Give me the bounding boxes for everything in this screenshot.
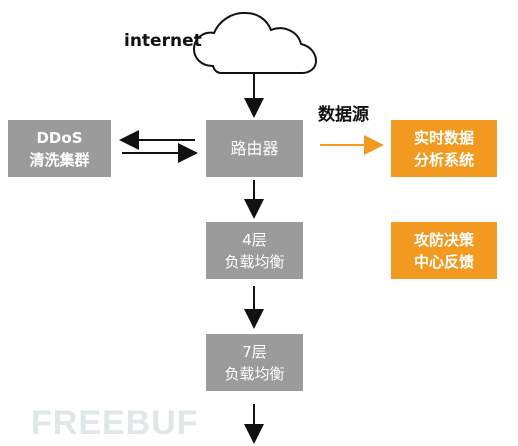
ddos-title: DDoS: [36, 128, 83, 147]
defense-subtitle: 中心反馈: [413, 252, 474, 271]
realtime-analysis-system-box: 实时数据 分析系统: [391, 120, 497, 177]
layer4-load-balancer-box: 4层 负载均衡: [206, 222, 303, 279]
cloud-icon: [192, 11, 318, 74]
layer4-load-balancer-text: 4层 负载均衡: [224, 229, 284, 273]
realtime-subtitle: 分析系统: [413, 150, 474, 169]
data-source-label: 数据源: [318, 105, 369, 125]
defense-title: 攻防决策: [413, 230, 474, 249]
router-text: 路由器: [230, 138, 279, 158]
defense-decision-center-box: 攻防决策 中心反馈: [391, 222, 497, 279]
layer7-load-balancer-text: 7层 负载均衡: [224, 341, 284, 385]
layer7-load-balancer-box: 7层 负载均衡: [206, 334, 303, 391]
freebuf-watermark: FREEBUF: [31, 404, 199, 442]
ddos-cleaning-cluster-text: DDoS 清洗集群: [29, 127, 89, 171]
layer4-title: 4层: [242, 230, 267, 249]
layer4-subtitle: 负载均衡: [224, 252, 285, 271]
internet-label: internet: [124, 31, 202, 51]
ddos-cleaning-cluster-box: DDoS 清洗集群: [8, 120, 111, 177]
defense-decision-center-text: 攻防决策 中心反馈: [414, 229, 474, 273]
realtime-analysis-system-text: 实时数据 分析系统: [414, 127, 474, 171]
layer7-title: 7层: [242, 342, 267, 361]
router-box: 路由器: [206, 120, 303, 177]
layer7-subtitle: 负载均衡: [224, 364, 285, 383]
ddos-subtitle: 清洗集群: [29, 150, 90, 169]
realtime-title: 实时数据: [413, 128, 474, 147]
